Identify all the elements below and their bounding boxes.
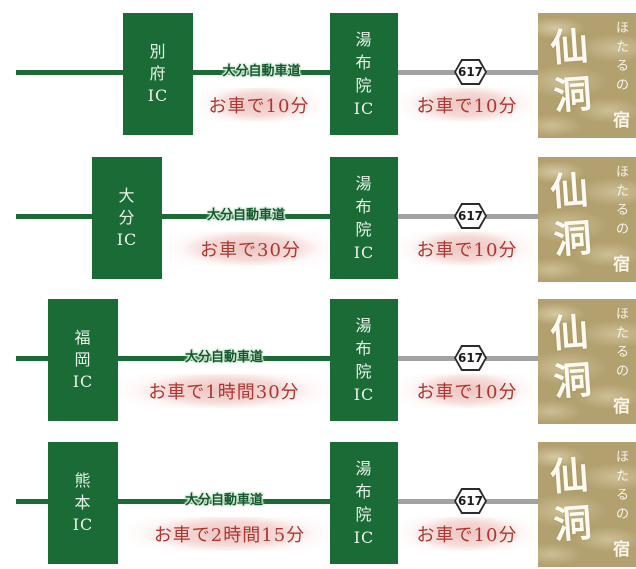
- hexagon-sign-icon: 617: [454, 59, 487, 85]
- start-ic-label: 別 府 IC: [147, 42, 169, 105]
- expressway-duration: お車で30分: [168, 232, 333, 266]
- destination-logo: 仙 洞 ほ た る の 宿: [538, 442, 636, 567]
- expressway-name-label: 大分自動車道: [184, 493, 263, 508]
- route-number: 617: [456, 490, 485, 512]
- hexagon-sign-icon: 617: [454, 488, 487, 514]
- local-road-duration: お車で10分: [400, 374, 534, 408]
- yufuin-ic-box: 湯 布 院 IC: [330, 299, 398, 421]
- expressway-line: [16, 356, 330, 361]
- logo-yado-char: 宿: [613, 397, 630, 417]
- logo-yado-char: 宿: [613, 111, 630, 131]
- expressway-name-label: 大分自動車道: [184, 350, 263, 365]
- logo-main-calligraphy: 仙 洞: [548, 166, 594, 263]
- yufuin-ic-label: 湯 布 院 IC: [353, 316, 375, 404]
- local-road-duration: お車で10分: [400, 517, 534, 551]
- local-road-duration: お車で10分: [400, 88, 534, 122]
- destination-logo: 仙 洞 ほ た る の 宿: [538, 157, 636, 282]
- logo-yado-char: 宿: [613, 540, 630, 560]
- logo-sub-text: ほ た る の: [615, 450, 629, 522]
- route-number: 617: [456, 205, 485, 227]
- yufuin-ic-box: 湯 布 院 IC: [330, 13, 398, 135]
- expressway-duration: お車で1時間30分: [120, 374, 328, 408]
- logo-sub-text: ほ た る の: [615, 165, 629, 237]
- expressway-name-label: 大分自動車道: [222, 64, 301, 79]
- expressway-name-label: 大分自動車道: [206, 208, 285, 223]
- route-row-fukuoka: 福 岡 IC 大分自動車道 お車で1時間30分 湯 布 院 IC 617 お車で…: [0, 299, 636, 425]
- route-number-badge: 617: [454, 345, 487, 371]
- route-row-kumamoto: 熊 本 IC 大分自動車道 お車で2時間15分 湯 布 院 IC 617 お車で…: [0, 442, 636, 568]
- logo-main-calligraphy: 仙 洞: [548, 22, 594, 119]
- start-ic-label: 大 分 IC: [116, 186, 138, 249]
- route-number: 617: [456, 347, 485, 369]
- yufuin-ic-label: 湯 布 院 IC: [353, 174, 375, 262]
- logo-sub-text: ほ た る の: [615, 307, 629, 379]
- route-number-badge: 617: [454, 59, 487, 85]
- hexagon-sign-icon: 617: [454, 203, 487, 229]
- yufuin-ic-label: 湯 布 院 IC: [353, 30, 375, 118]
- expressway-duration: お車で2時間15分: [128, 517, 331, 551]
- start-ic-label: 福 岡 IC: [72, 328, 94, 391]
- expressway-line: [16, 214, 330, 219]
- local-road-duration: お車で10分: [400, 232, 534, 266]
- yufuin-ic-box: 湯 布 院 IC: [330, 442, 398, 564]
- yufuin-ic-box: 湯 布 院 IC: [330, 157, 398, 279]
- logo-main-calligraphy: 仙 洞: [548, 451, 594, 548]
- start-ic-box: 別 府 IC: [123, 13, 193, 135]
- route-number-badge: 617: [454, 488, 487, 514]
- route-row-oita: 大 分 IC 大分自動車道 お車で30分 湯 布 院 IC 617 お車で10分…: [0, 157, 636, 283]
- route-number: 617: [456, 61, 485, 83]
- destination-logo: 仙 洞 ほ た る の 宿: [538, 13, 636, 138]
- logo-sub-text: ほ た る の: [615, 21, 629, 93]
- route-row-beppu: 別 府 IC 大分自動車道 お車で10分 湯 布 院 IC 617 お車で10分…: [0, 13, 636, 139]
- logo-yado-char: 宿: [613, 255, 630, 275]
- expressway-duration: お車で10分: [197, 88, 321, 122]
- start-ic-label: 熊 本 IC: [72, 471, 94, 534]
- start-ic-box: 大 分 IC: [92, 157, 162, 279]
- route-number-badge: 617: [454, 203, 487, 229]
- expressway-line: [16, 499, 330, 504]
- logo-main-calligraphy: 仙 洞: [548, 308, 594, 405]
- start-ic-box: 熊 本 IC: [48, 442, 118, 564]
- destination-logo: 仙 洞 ほ た る の 宿: [538, 299, 636, 424]
- yufuin-ic-label: 湯 布 院 IC: [353, 459, 375, 547]
- hexagon-sign-icon: 617: [454, 345, 487, 371]
- start-ic-box: 福 岡 IC: [48, 299, 118, 421]
